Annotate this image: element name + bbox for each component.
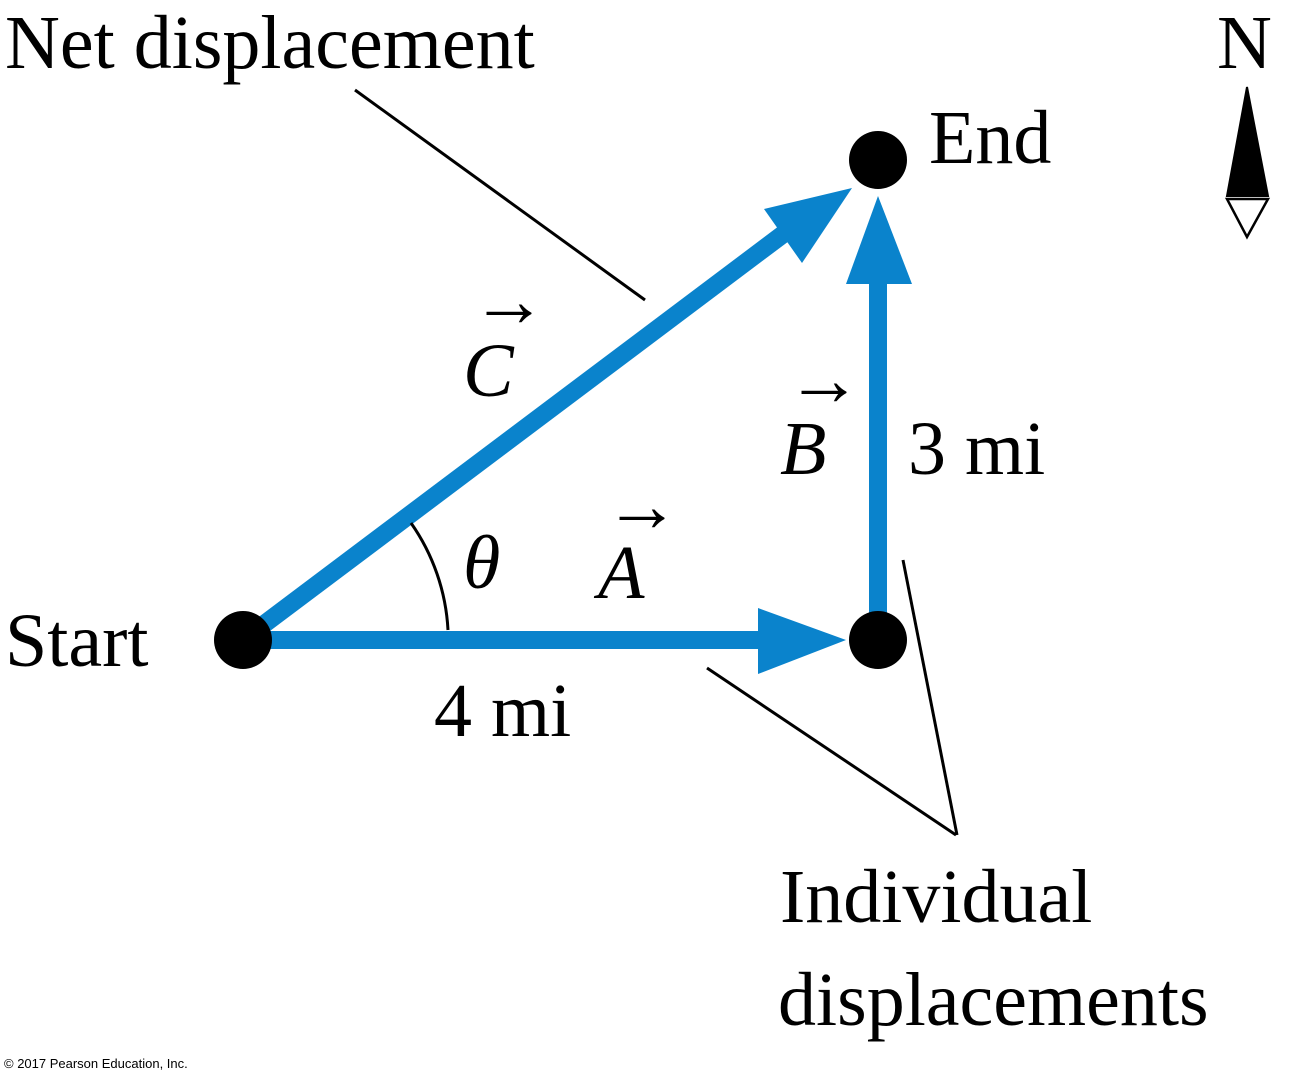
vector-a-letter: A [593,531,645,615]
vector-b-symbol: → B [780,338,862,491]
vector-c-symbol: → C [463,259,547,413]
corner-point [849,611,907,669]
vector-a [243,608,846,674]
end-point [849,131,907,189]
individual-leader-b [901,559,959,836]
copyright-credit: © 2017 Pearson Education, Inc. [4,1056,188,1071]
net-displacement-leader [354,88,646,302]
net-displacement-label: Net displacement [5,1,535,85]
individual-displacements-line1: Individual [780,855,1092,939]
north-label: N [1217,1,1272,85]
vector-c-letter: C [463,329,515,413]
vector-c-arrow: → [471,259,547,343]
vector-b-letter: B [780,407,826,491]
distance-b-label: 3 mi [908,407,1045,491]
theta-label: θ [463,521,500,605]
end-label: End [929,96,1051,180]
start-point [214,611,272,669]
individual-displacements-line2: displacements [778,958,1209,1042]
compass-icon [1224,86,1271,240]
vector-a-symbol: → A [593,464,680,615]
start-label: Start [5,599,149,683]
vector-a-arrow: → [604,464,680,548]
individual-leader-a [706,666,957,837]
vector-b-arrow: → [786,338,862,422]
distance-a-label: 4 mi [434,669,571,753]
theta-arc [409,522,450,631]
vector-b [846,196,912,640]
vector-c [237,188,852,648]
